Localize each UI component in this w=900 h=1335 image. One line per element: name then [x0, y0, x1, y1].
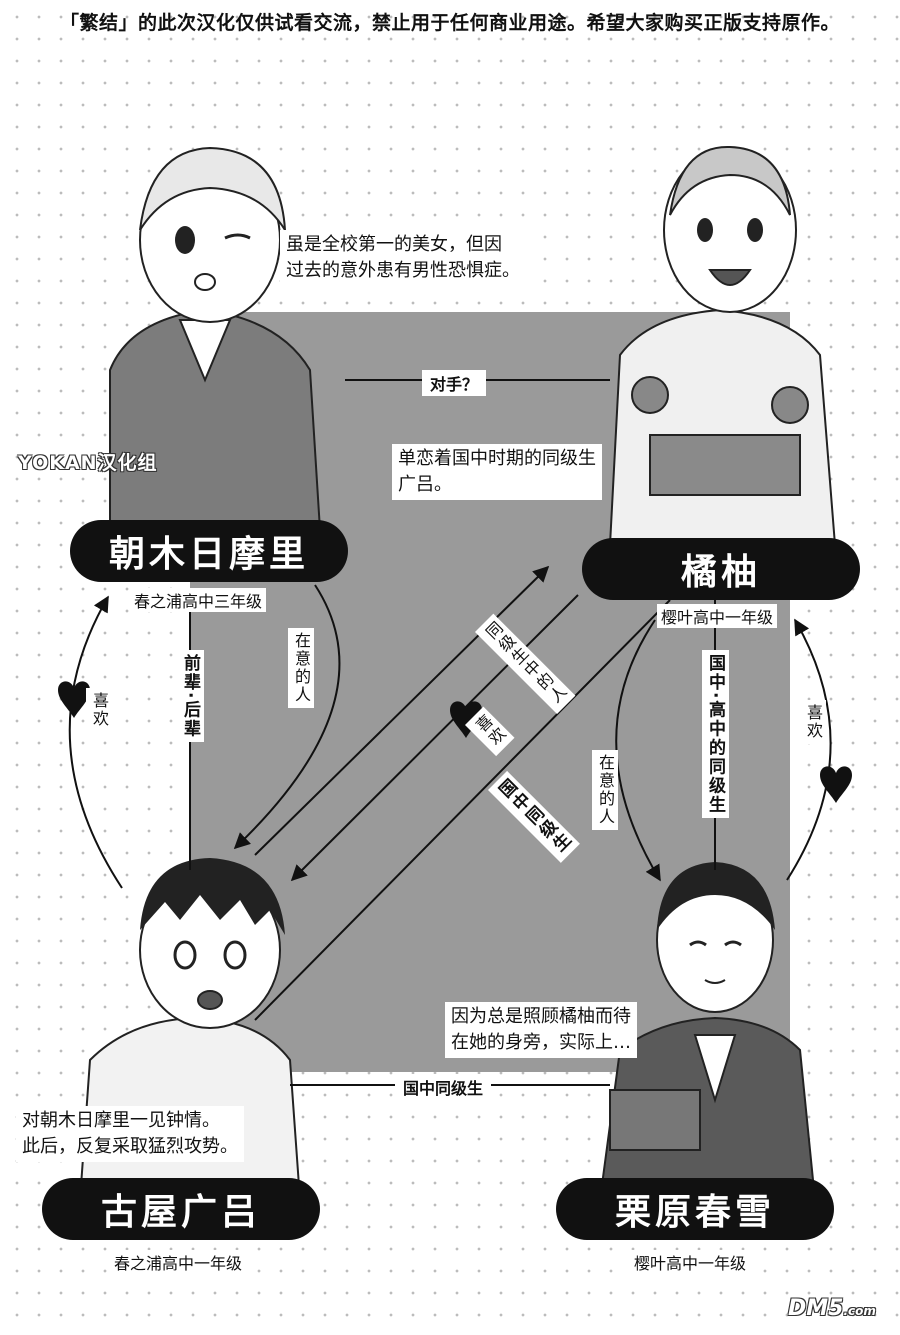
header-notice: 「繁结」的此次汉化仅供试看交流，禁止用于任何商业用途。希望大家购买正版支持原作。 [59, 12, 840, 34]
asagi-illustration [70, 120, 340, 530]
site-logo: DM5.com [788, 1296, 876, 1321]
arrow-tachibana-to-koya [290, 594, 579, 882]
logo-main: DM5 [788, 1296, 844, 1321]
tachibana-note: 单恋着国中时期的同级生 广吕。 [392, 444, 602, 500]
tachibana-name-bar: 橘柚 [582, 538, 860, 600]
label-koya-to-asagi: 喜欢 [86, 688, 112, 732]
tachibana-illustration [590, 135, 850, 545]
koya-note: 对朝木日摩里一见钟情。 此后，反复采取猛烈攻势。 [16, 1106, 244, 1162]
arrow-koya-to-asagi [68, 595, 123, 889]
asagi-school: 春之浦高中三年级 [130, 588, 267, 612]
asagi-name-bar: 朝木日摩里 [70, 520, 348, 582]
koya-name-bar: 古屋广吕 [42, 1178, 320, 1240]
arrow-asagi-to-koya [233, 584, 341, 850]
heart-icon [820, 766, 852, 803]
heart-icon [450, 701, 482, 738]
relation-right-label: 国中·高中的同级生 [702, 650, 729, 819]
relation-left-label: 前辈·后辈 [177, 650, 204, 743]
arrow-tachibana-to-kurihara [615, 619, 661, 882]
relation-bottom-label: 国中同级生 [395, 1074, 492, 1100]
kurihara-name-bar: 栗原春雪 [556, 1178, 834, 1240]
koya-school: 春之浦高中一年级 [110, 1250, 247, 1274]
logo-suffix: .com [843, 1304, 876, 1318]
label-kurihara-to-tachibana: 喜欢 [800, 700, 826, 744]
arrow-kurihara-to-tachibana [786, 618, 832, 881]
kurihara-school: 樱叶高中一年级 [630, 1250, 751, 1274]
line-diagonal [254, 599, 671, 1021]
group-watermark: YOKAN汉化组 [18, 452, 158, 474]
relation-top-label: 对手？ [422, 370, 487, 396]
kurihara-note: 因为总是照顾橘柚而待 在她的身旁，实际上… [445, 1002, 637, 1058]
tachibana-school: 樱叶高中一年级 [657, 604, 778, 628]
arrow-koya-to-tachibana [254, 565, 550, 856]
asagi-note: 虽是全校第一的美女，但因 过去的意外患有男性恐惧症。 [280, 230, 526, 286]
label-asagi-to-koya: 在意的人 [288, 628, 314, 708]
label-tachibana-to-kurihara: 在意的人 [592, 750, 618, 830]
kurihara-illustration [600, 840, 820, 1200]
heart-icon [58, 681, 90, 718]
